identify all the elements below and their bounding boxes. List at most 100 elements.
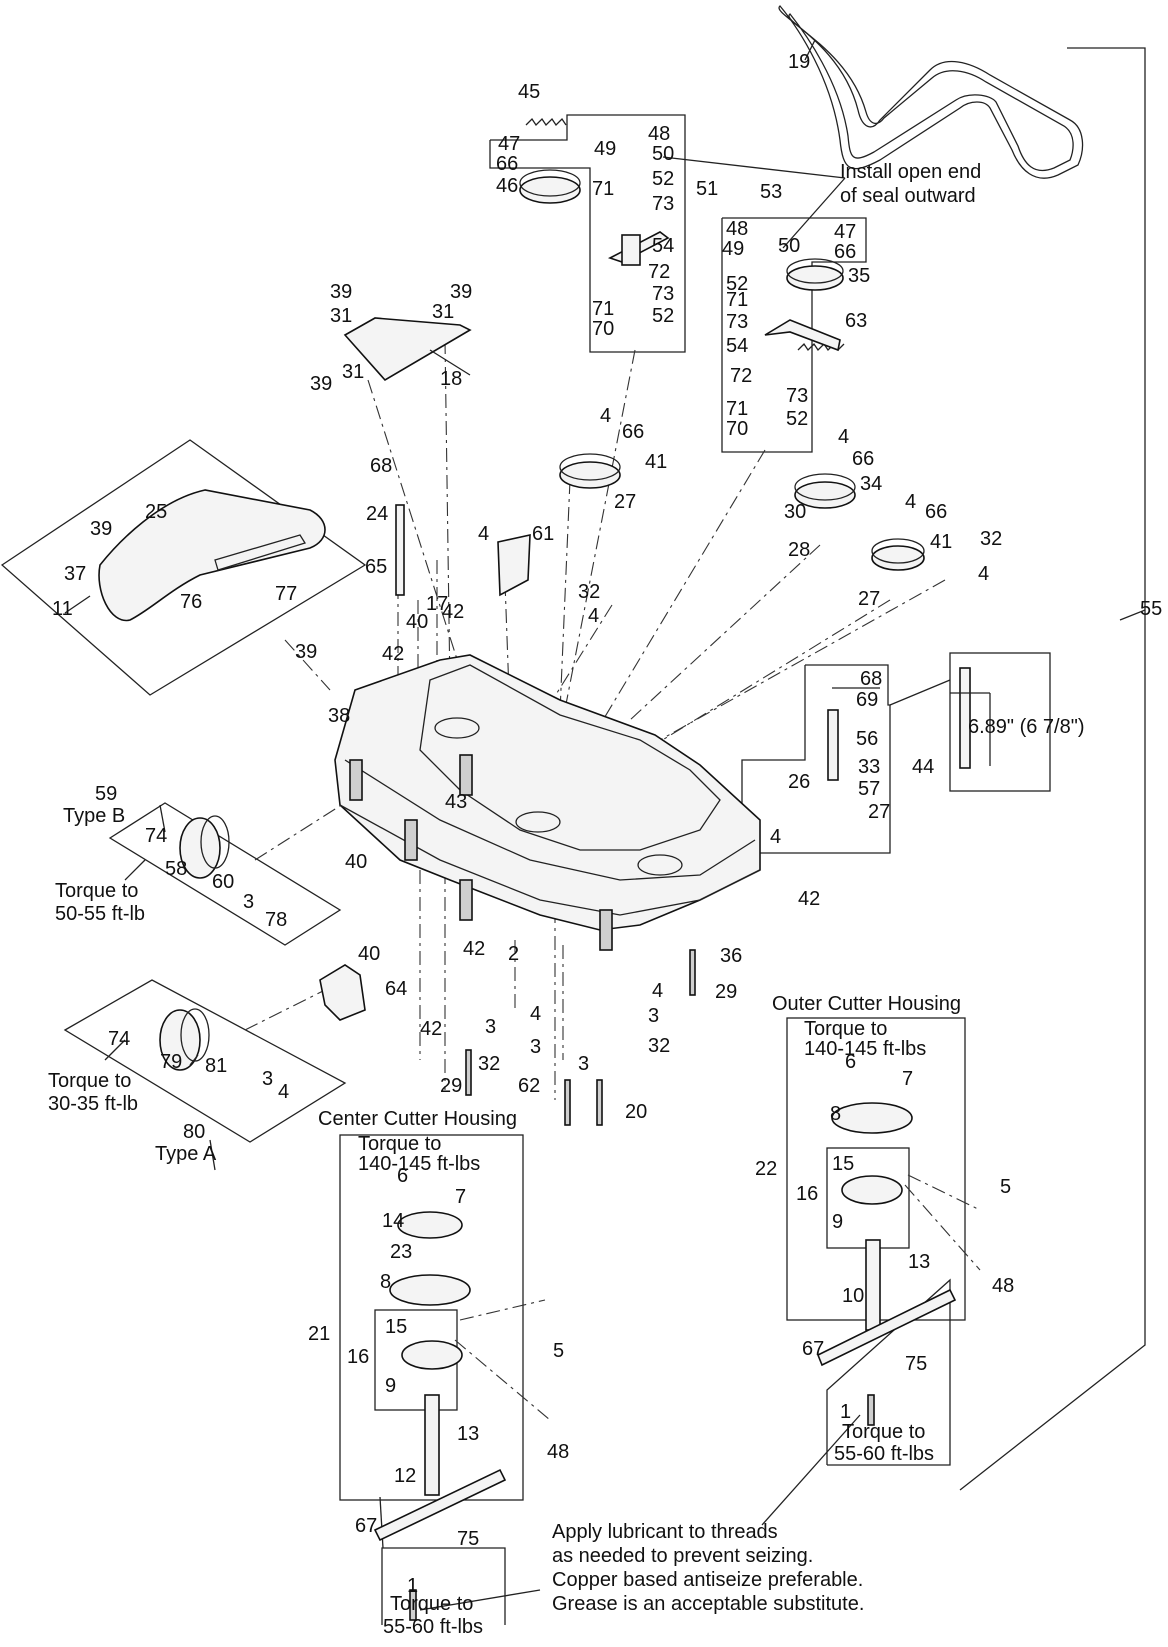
callout-3: 3 <box>648 1005 659 1027</box>
callout-19: 19 <box>788 51 810 73</box>
outer-blade-torque-line2: 55-60 ft-lbs <box>834 1443 934 1465</box>
lube-note-line1: Apply lubricant to threads <box>552 1521 778 1543</box>
callout-27: 27 <box>614 491 636 513</box>
callout-54: 54 <box>726 335 748 357</box>
callout-24: 24 <box>366 503 388 525</box>
type-b-label: Type B <box>63 805 125 827</box>
callout-3: 3 <box>485 1016 496 1038</box>
callout-66: 66 <box>925 501 947 523</box>
callout-12: 12 <box>394 1465 416 1487</box>
dimension-label: 6.89" (6 7/8") <box>968 716 1084 738</box>
callout-35: 35 <box>848 265 870 287</box>
callout-80: 80 <box>183 1121 205 1143</box>
callout-30: 30 <box>784 501 806 523</box>
callout-54: 54 <box>652 235 674 257</box>
callout-41: 41 <box>645 451 667 473</box>
callout-9: 9 <box>832 1211 843 1233</box>
callout-50: 50 <box>652 143 674 165</box>
callout-71: 71 <box>726 289 748 311</box>
callout-31: 31 <box>432 301 454 323</box>
callout-5: 5 <box>1000 1176 1011 1198</box>
callout-68: 68 <box>860 668 882 690</box>
outer-housing-title: Outer Cutter Housing <box>772 993 961 1015</box>
callout-7: 7 <box>455 1186 466 1208</box>
callout-5: 5 <box>553 1340 564 1362</box>
callout-51: 51 <box>696 178 718 200</box>
callout-40: 40 <box>345 851 367 873</box>
callout-25: 25 <box>145 501 167 523</box>
callout-29: 29 <box>440 1075 462 1097</box>
callout-73: 73 <box>786 385 808 407</box>
leader-lines <box>64 39 1146 1611</box>
center-housing-title: Center Cutter Housing <box>318 1108 517 1130</box>
callout-4: 4 <box>278 1081 289 1103</box>
callout-71: 71 <box>726 398 748 420</box>
mower-deck <box>334 654 761 951</box>
callout-48: 48 <box>992 1275 1014 1297</box>
callout-39: 39 <box>330 281 352 303</box>
caster-a-torque-line2: 30-35 ft-lb <box>48 1093 138 1115</box>
callout-4: 4 <box>978 563 989 585</box>
callout-61: 61 <box>532 523 554 545</box>
callout-13: 13 <box>908 1251 930 1273</box>
callout-2: 2 <box>508 943 519 965</box>
callout-17: 17 <box>426 593 448 615</box>
callout-47: 47 <box>834 221 856 243</box>
callout-52: 52 <box>786 408 808 430</box>
callout-4: 4 <box>600 405 611 427</box>
seal-note-line2: of seal outward <box>840 185 976 207</box>
callout-31: 31 <box>342 361 364 383</box>
callout-66: 66 <box>834 241 856 263</box>
callout-49: 49 <box>594 138 616 160</box>
callout-66: 66 <box>852 448 874 470</box>
callout-33: 33 <box>858 756 880 778</box>
callout-28: 28 <box>788 539 810 561</box>
callout-7: 7 <box>902 1068 913 1090</box>
callout-43: 43 <box>445 791 467 813</box>
callout-3: 3 <box>578 1053 589 1075</box>
notes: Install open end of seal outward Type B … <box>48 161 1084 1638</box>
callout-6: 6 <box>845 1051 856 1073</box>
callout-4: 4 <box>838 426 849 448</box>
callout-labels: 19 45 48 47 49 50 66 71 52 46 73 51 54 7… <box>52 51 1162 1597</box>
callout-34: 34 <box>860 473 882 495</box>
callout-47: 47 <box>498 133 520 155</box>
center-blade-torque-line1: Torque to <box>390 1593 473 1615</box>
callout-14: 14 <box>382 1210 404 1232</box>
callout-8: 8 <box>380 1271 391 1293</box>
callout-60: 60 <box>212 871 234 893</box>
callout-77: 77 <box>275 583 297 605</box>
callout-6: 6 <box>397 1165 408 1187</box>
callout-4: 4 <box>478 523 489 545</box>
callout-4: 4 <box>530 1003 541 1025</box>
callout-4: 4 <box>770 826 781 848</box>
type-a-label: Type A <box>155 1143 217 1165</box>
callout-52: 52 <box>652 168 674 190</box>
callout-53: 53 <box>760 181 782 203</box>
callout-56: 56 <box>856 728 878 750</box>
callout-74: 74 <box>145 825 167 847</box>
callout-72: 72 <box>648 261 670 283</box>
callout-79: 79 <box>160 1051 182 1073</box>
callout-1: 1 <box>407 1575 418 1597</box>
components <box>98 117 971 1621</box>
callout-13: 13 <box>457 1423 479 1445</box>
center-blade-torque-line2: 55-60 ft-lbs <box>383 1616 483 1638</box>
callout-78: 78 <box>265 909 287 931</box>
callout-4: 4 <box>905 491 916 513</box>
callout-4: 4 <box>588 605 599 627</box>
callout-32: 32 <box>980 528 1002 550</box>
callout-39: 39 <box>450 281 472 303</box>
callout-81: 81 <box>205 1055 227 1077</box>
callout-39: 39 <box>295 641 317 663</box>
callout-71: 71 <box>592 178 614 200</box>
callout-8: 8 <box>830 1103 841 1125</box>
outer-torque-line2: 140-145 ft-lbs <box>804 1038 926 1060</box>
callout-21: 21 <box>308 1323 330 1345</box>
callout-23: 23 <box>390 1241 412 1263</box>
callout-66: 66 <box>622 421 644 443</box>
callout-72: 72 <box>730 365 752 387</box>
callout-27: 27 <box>858 588 880 610</box>
callout-3: 3 <box>243 891 254 913</box>
